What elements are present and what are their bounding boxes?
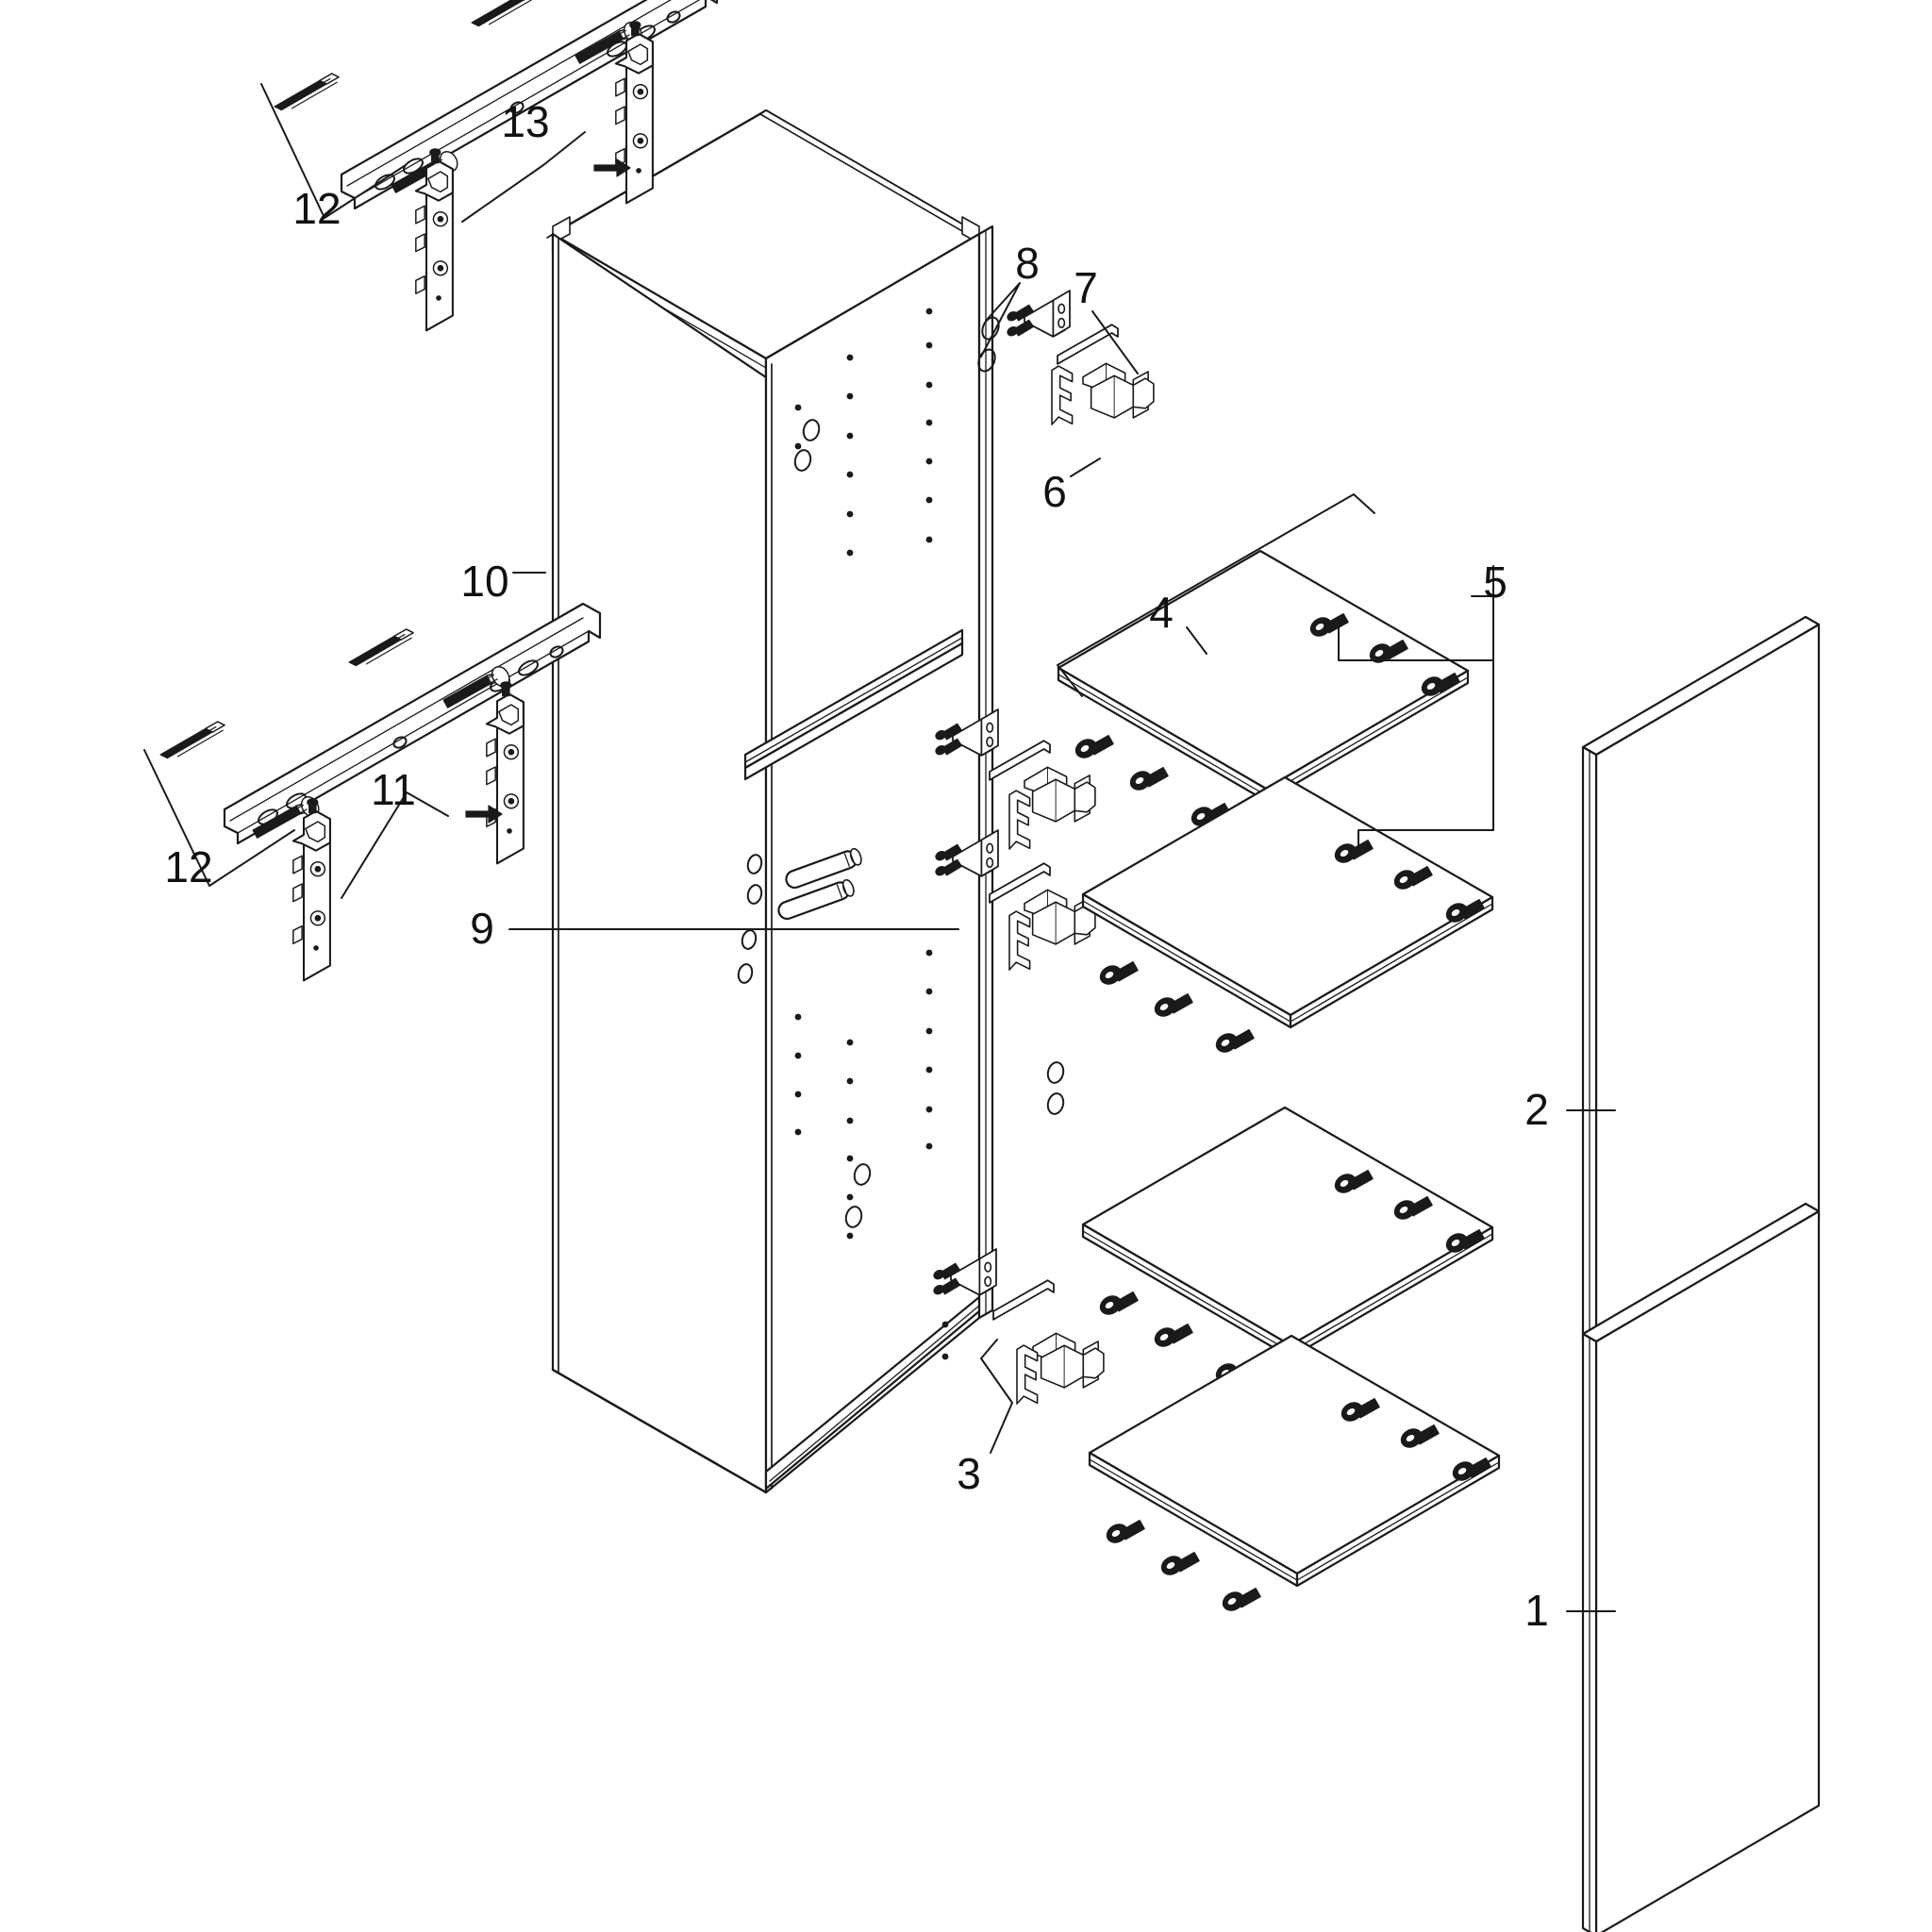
callout-1: 1 bbox=[1524, 1586, 1549, 1635]
callout-4: 4 bbox=[1149, 588, 1174, 637]
hinge-assembly-1 bbox=[977, 290, 1155, 425]
callout-8: 8 bbox=[1015, 239, 1040, 288]
callout-2: 2 bbox=[1524, 1085, 1549, 1134]
mounting-kit-mid bbox=[159, 602, 602, 982]
callout-labels: 1 2 3 4 5 6 7 8 9 10 11 12 12 13 bbox=[164, 97, 1548, 1635]
callout-7: 7 bbox=[1074, 263, 1098, 312]
callout-13: 13 bbox=[501, 97, 549, 146]
callout-12-top: 12 bbox=[292, 184, 341, 233]
callout-9: 9 bbox=[470, 904, 494, 953]
cabinet-carcass bbox=[546, 108, 1065, 1494]
shelf-panel-1 bbox=[1057, 549, 1470, 830]
shelf-panel-4 bbox=[1088, 1334, 1501, 1615]
callout-11: 11 bbox=[371, 765, 416, 814]
leader-lines bbox=[143, 83, 1616, 1612]
shelf-pin-holes bbox=[737, 308, 1065, 1360]
mounting-kit-top bbox=[274, 0, 719, 332]
callout-3: 3 bbox=[957, 1449, 981, 1498]
shelf-panel-2 bbox=[1081, 775, 1494, 1057]
callout-10: 10 bbox=[460, 557, 508, 606]
callout-5: 5 bbox=[1483, 558, 1507, 607]
callout-12-mid: 12 bbox=[164, 842, 212, 891]
door-panel-lower bbox=[1581, 1202, 1821, 1932]
dowel-pins bbox=[777, 847, 862, 921]
callout-6: 6 bbox=[1042, 467, 1067, 516]
